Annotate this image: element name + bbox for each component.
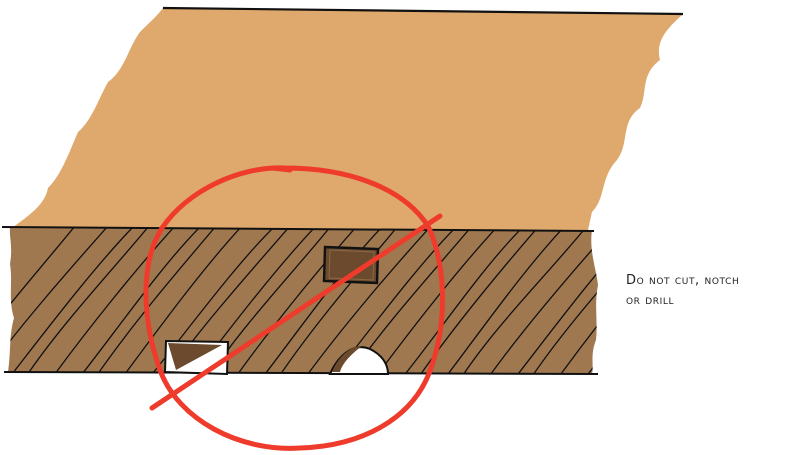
subfloor-top-edge xyxy=(162,6,684,16)
wood-grain-line xyxy=(51,228,176,374)
wood-grain-line xyxy=(514,228,598,374)
wood-grain-line xyxy=(24,228,150,374)
wood-grain-line xyxy=(401,228,525,374)
wood-grain-line xyxy=(78,228,202,374)
wood-grain-line xyxy=(8,228,109,374)
wood-grain-line xyxy=(261,228,384,374)
wood-grain-line xyxy=(121,228,243,374)
drilled-hole xyxy=(322,245,380,285)
wood-grain-line xyxy=(374,228,499,374)
joist-top-edge xyxy=(1,226,595,232)
prohibition-icon xyxy=(143,165,446,451)
wood-grain-line xyxy=(417,228,540,374)
wood-grain-line xyxy=(460,228,588,374)
wood-grain-line xyxy=(8,228,76,374)
subfloor-board xyxy=(12,8,683,230)
wood-grain-line xyxy=(8,228,135,374)
caption-line-2: or drill xyxy=(626,293,675,308)
wood-grain-line xyxy=(530,228,598,374)
wood-grain-line xyxy=(277,228,399,374)
joist-bottom-edge xyxy=(3,371,599,375)
wood-grain-line xyxy=(304,228,432,374)
wood-grain-line xyxy=(148,228,276,374)
wood-grain-line xyxy=(557,228,598,374)
square-notch-shadow xyxy=(168,343,222,370)
joist-body xyxy=(8,228,598,374)
wood-grain-line xyxy=(94,228,217,374)
wood-grain-line xyxy=(444,228,566,374)
round-notch-shadow xyxy=(332,346,362,372)
wood-grain-line xyxy=(234,228,358,374)
warning-caption: Do not cut, notch or drill xyxy=(626,271,804,311)
caption-line-1: Do not cut, notch xyxy=(626,273,740,288)
drilled-hole-highlight xyxy=(328,249,375,281)
prohibition-slash xyxy=(149,213,443,411)
